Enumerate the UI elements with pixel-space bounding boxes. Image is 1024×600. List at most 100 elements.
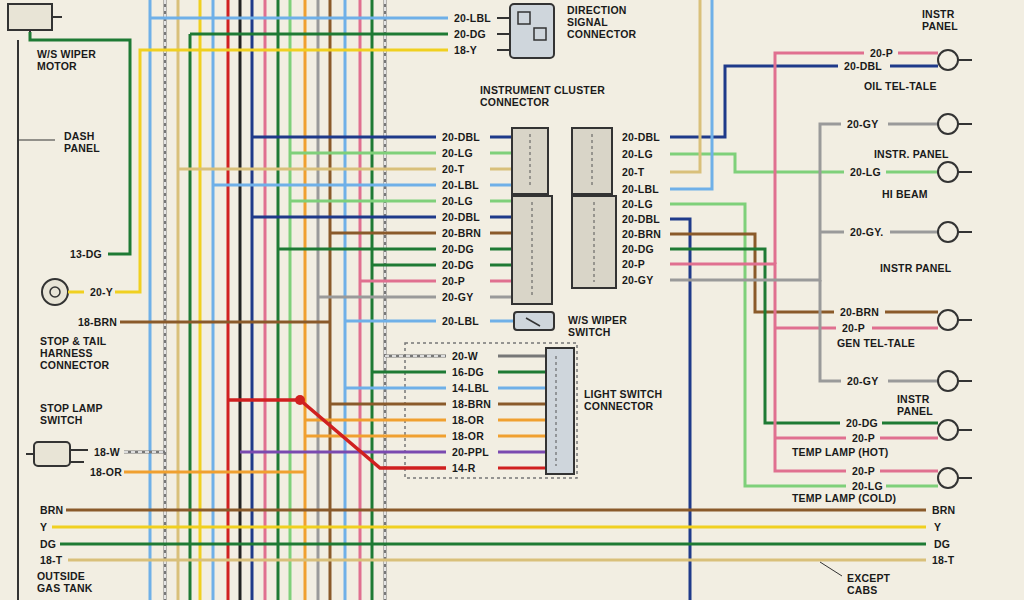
- lamp-wire: [898, 52, 938, 55]
- component-label: OUTSIDE GAS TANK: [35, 570, 109, 594]
- wire-code: 20-W: [450, 350, 480, 362]
- light-switch-wire: [498, 467, 546, 470]
- cluster-wire: [490, 232, 512, 235]
- wire-code: 20-GY.: [848, 226, 885, 238]
- stop-lamp-switch-symbol: [26, 442, 88, 466]
- stop-tail-connector-symbol: [42, 279, 68, 305]
- cluster-wire: [290, 200, 436, 203]
- wire-code: 18-BRN: [450, 398, 493, 410]
- lamp-wire: [882, 422, 938, 425]
- dash-panel-line: [17, 40, 19, 600]
- lamp-symbol: [958, 123, 972, 125]
- component-label: INSTR. PANEL: [872, 148, 951, 160]
- component-label: INSTR PANEL: [878, 262, 953, 274]
- wire-code: 18-T: [930, 554, 956, 566]
- cluster-wire: [360, 280, 436, 283]
- wire-code: 18-Y: [452, 44, 479, 56]
- wire-code: 20-P: [440, 275, 467, 287]
- component-label: STOP LAMP SWITCH: [38, 402, 122, 426]
- light-switch-wire: [498, 387, 546, 390]
- cluster-connector-symbol: [512, 128, 616, 304]
- cluster-wire: [670, 0, 700, 172]
- lamp-symbol: [958, 231, 972, 233]
- component-label: STOP & TAIL HARNESS CONNECTOR: [38, 335, 142, 371]
- wire-code: 20-BRN: [440, 227, 483, 239]
- stop-tail-connector-symbol: [42, 279, 84, 305]
- component-label: GEN TEL-TALE: [835, 337, 917, 349]
- wire-code: 20-T: [620, 166, 646, 178]
- stop-tail-connector-symbol: [68, 291, 84, 294]
- wire-code: 20-DBL: [620, 213, 662, 225]
- wire-code: 20-LG: [848, 166, 883, 178]
- wiper-switch-symbol: [345, 320, 436, 323]
- wire-code: 18-OR: [88, 466, 124, 478]
- component-label: LIGHT SWITCH CONNECTOR: [582, 388, 681, 412]
- lamp-symbol: [958, 380, 972, 382]
- direction-signal-connector-symbol: [510, 4, 554, 58]
- wire-code: 20-DBL: [842, 60, 884, 72]
- dash-panel-line: [18, 140, 55, 141]
- wire-trunk: [189, 34, 192, 600]
- lamp-wire: [885, 311, 938, 314]
- wiper-motor-symbol: [30, 17, 62, 38]
- cluster-connector-symbol: [530, 134, 594, 298]
- cluster-wire: [372, 264, 436, 267]
- wiper-switch-symbol: [514, 312, 554, 330]
- wire-code: 20-P: [850, 432, 877, 444]
- component-label: DASH PANEL: [62, 130, 116, 154]
- cluster-wire: [490, 152, 512, 155]
- cluster-wire: [490, 184, 512, 187]
- light-switch-wire: [345, 387, 446, 390]
- lamp-symbol: [938, 420, 958, 440]
- cluster-wire: [178, 137, 512, 297]
- cluster-wire: [490, 296, 512, 299]
- component-label: TEMP LAMP (COLD): [790, 492, 898, 504]
- cluster-wire: [213, 184, 436, 187]
- light-switch-connector-symbol: [546, 348, 574, 474]
- cluster-wire: [318, 296, 436, 299]
- component-label: INSTRUMENT CLUSTER CONNECTOR: [478, 84, 657, 108]
- wire-code: 20-GY: [845, 118, 880, 130]
- wire-code: 20-BRN: [620, 228, 663, 240]
- wire-code: 20-LG: [440, 195, 475, 207]
- stop-tail-connector-symbol: [50, 287, 60, 297]
- light-switch-wire: [385, 355, 446, 358]
- cluster-wire: [490, 200, 512, 203]
- light-switch-wire: [228, 400, 446, 468]
- stop-lamp-switch-symbol: [26, 450, 88, 462]
- lamp-wire: [888, 380, 938, 383]
- wire-code: 20-LBL: [620, 183, 661, 195]
- cluster-wire: [252, 136, 436, 139]
- component-wire: [190, 33, 448, 36]
- direction-signal-connector-symbol: [497, 18, 510, 50]
- lamp-symbol: [938, 114, 958, 134]
- wire-code: BRN: [930, 504, 957, 516]
- wire-code: 20-LG: [620, 148, 655, 160]
- component-wire: [114, 50, 448, 292]
- wire-code: 20-GY: [620, 274, 655, 286]
- harness-wire: [66, 509, 926, 512]
- cluster-wire: [278, 248, 436, 251]
- wire-code: 20-DG: [452, 28, 488, 40]
- lamp-symbol: [938, 222, 958, 242]
- wiper-switch-symbol: [526, 318, 540, 326]
- lamp-wire: [890, 65, 938, 68]
- lamp-symbol: [938, 310, 958, 330]
- splice-dot: [295, 395, 305, 405]
- harness-wire: [68, 559, 926, 562]
- component-label: DIRECTION SIGNAL CONNECTOR: [565, 4, 669, 40]
- light-switch-wire: [305, 435, 446, 438]
- light-switch-wire: [240, 451, 446, 454]
- wire-code: 20-DG: [620, 243, 656, 255]
- wire-code: 20-LBL: [452, 12, 493, 24]
- wiper-switch-symbol: [345, 312, 554, 330]
- light-switch-wire: [372, 371, 446, 374]
- wire-code: Y: [38, 521, 49, 533]
- component-wire: [124, 451, 165, 453]
- light-switch-wire: [498, 355, 546, 358]
- lamp-wire: [880, 437, 938, 440]
- cluster-wire: [490, 248, 512, 251]
- lamp-wire: [886, 171, 938, 174]
- light-switch-wire: [498, 435, 546, 438]
